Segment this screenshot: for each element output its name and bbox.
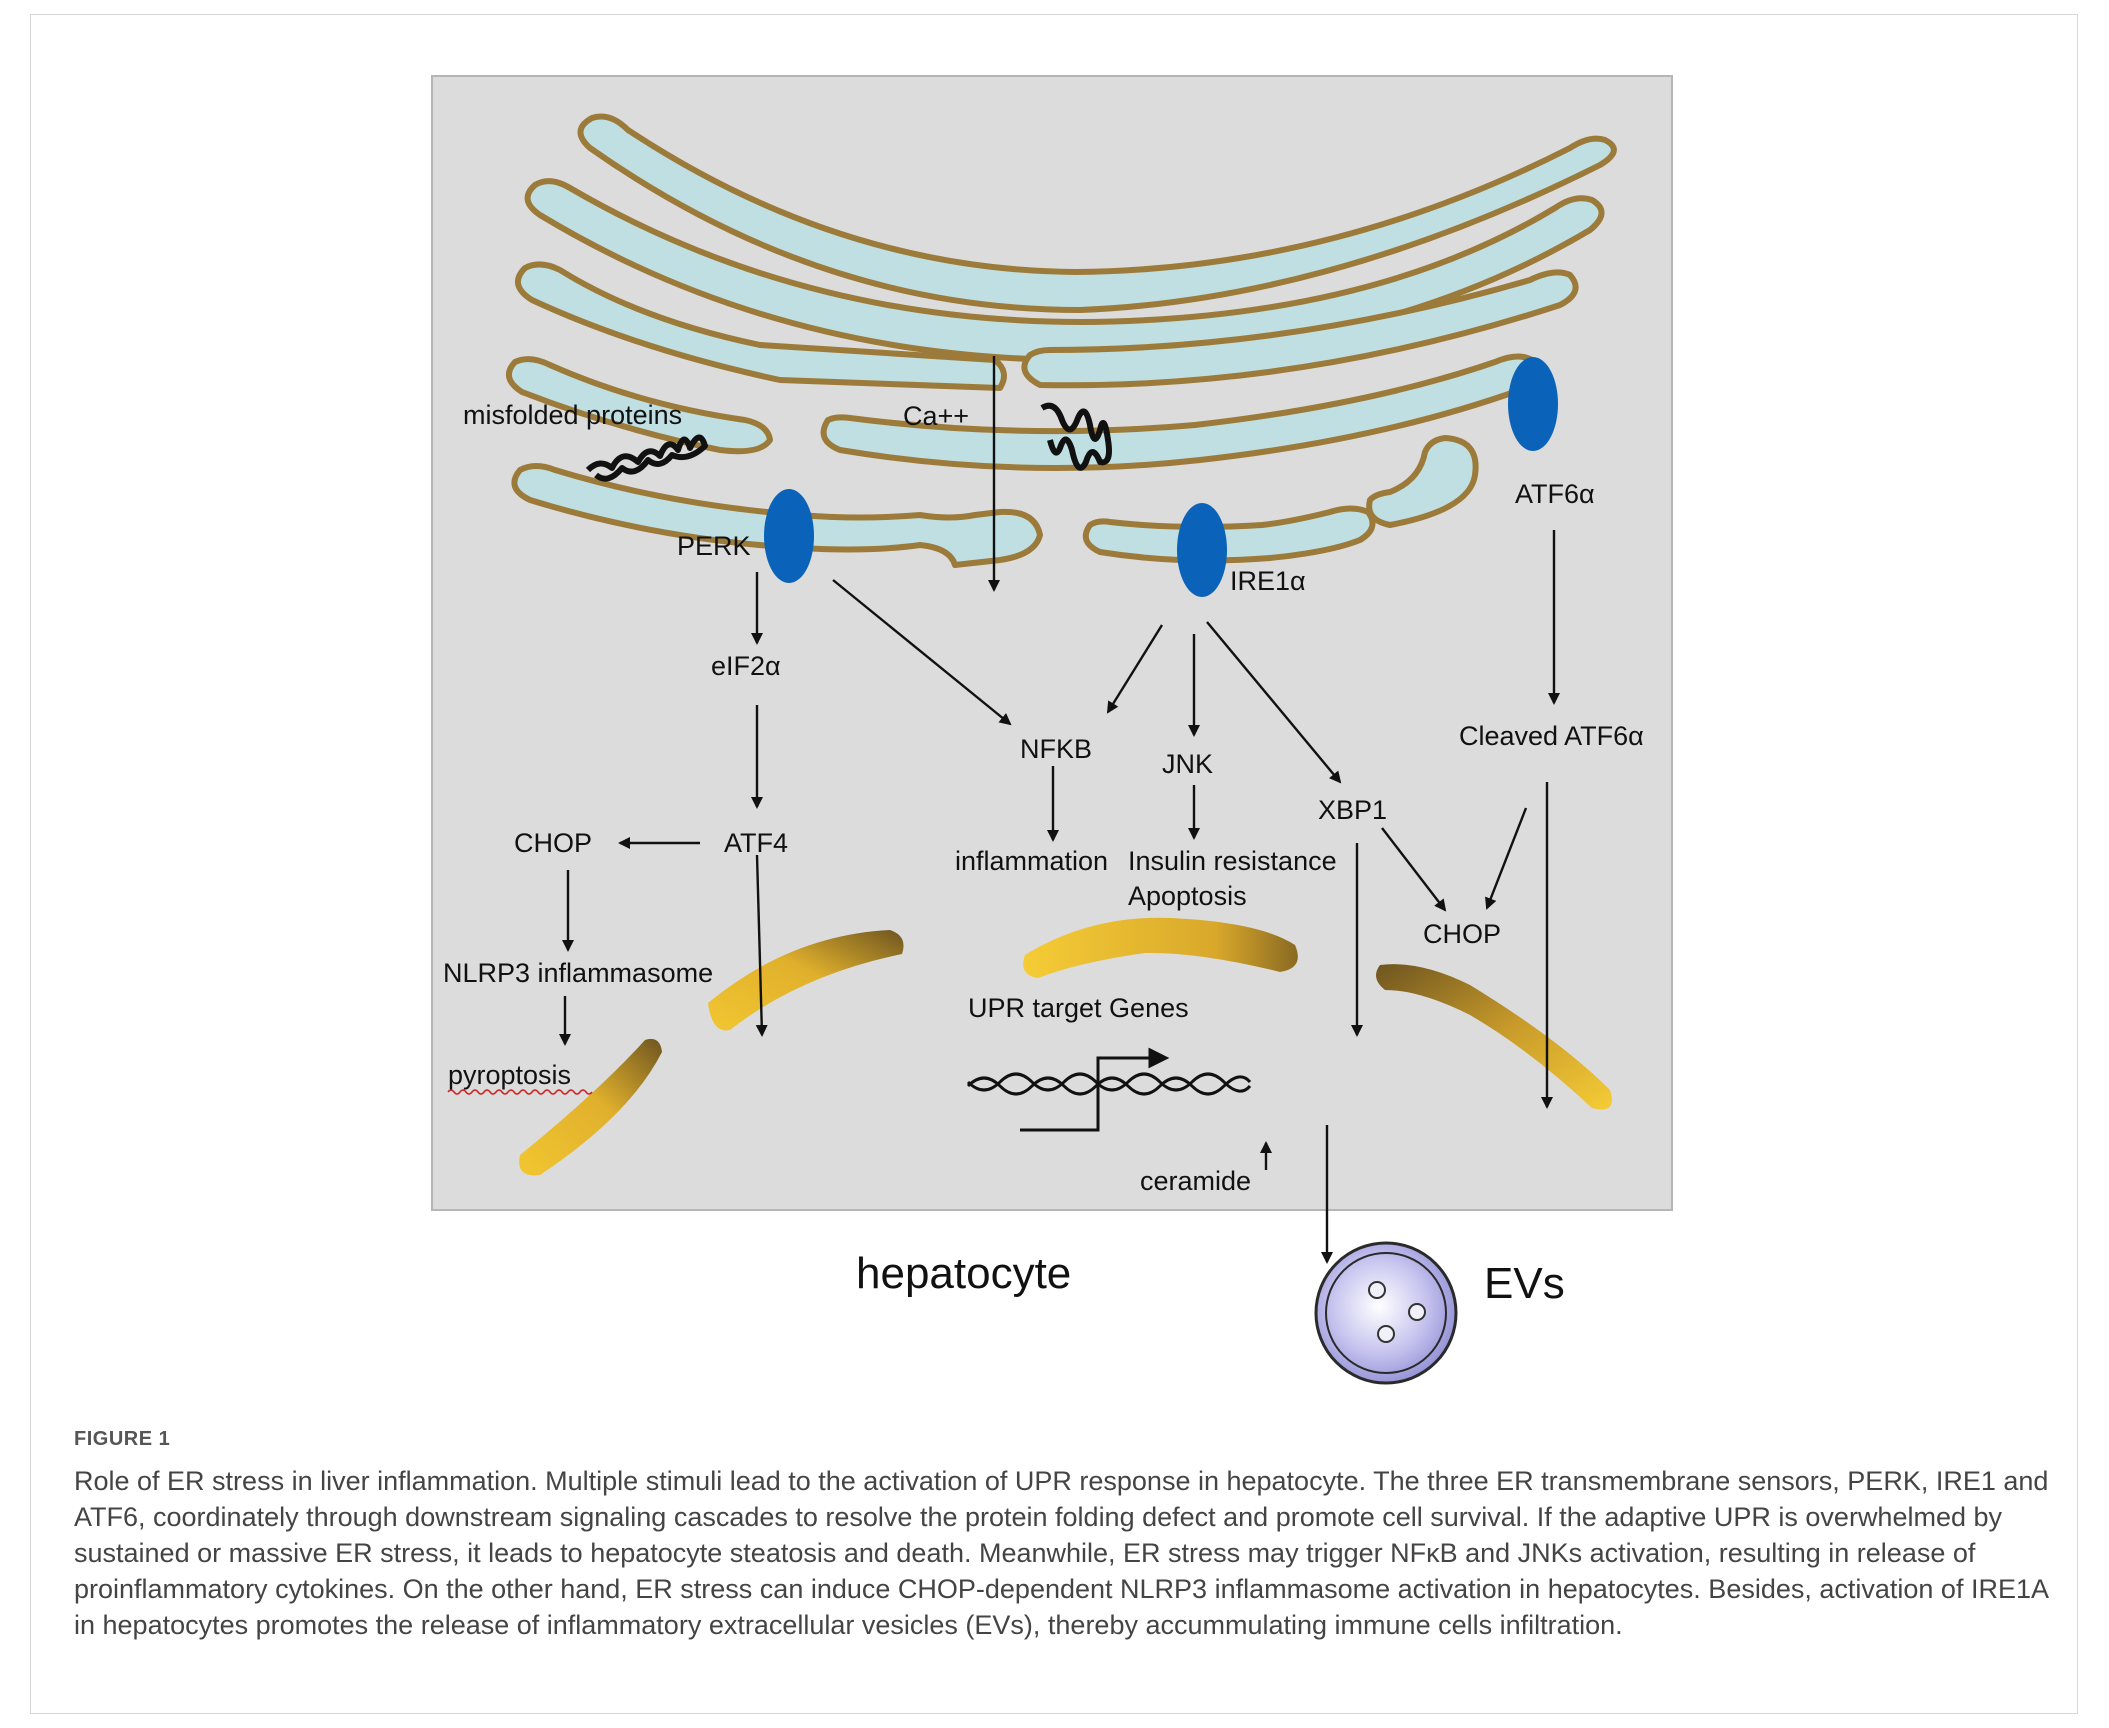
label-ceramide: ceramide xyxy=(1140,1166,1251,1196)
label-evs: EVs xyxy=(1484,1259,1565,1308)
er-stress-diagram: misfolded proteins Ca++ ATF6α PERK IRE1α… xyxy=(431,75,1673,1385)
label-chop-right: CHOP xyxy=(1423,919,1501,949)
label-eif2a: eIF2α xyxy=(711,651,781,681)
er-cisterna-4 xyxy=(1021,269,1579,389)
label-xbp1: XBP1 xyxy=(1318,795,1387,825)
label-perk: PERK xyxy=(677,531,751,561)
figure-caption-text: Role of ER stress in liver inflammation.… xyxy=(74,1466,2049,1640)
label-upr-target-genes: UPR target Genes xyxy=(968,993,1189,1023)
mitochondrion-4 xyxy=(1376,964,1612,1110)
arrow-cleaved-chop xyxy=(1485,807,1528,910)
pathway-arrows xyxy=(559,356,1560,1264)
extracellular-vesicle xyxy=(1314,1241,1458,1385)
label-atf4: ATF4 xyxy=(724,828,788,858)
spellcheck-underline xyxy=(447,1089,593,1095)
label-ire1a: IRE1α xyxy=(1230,566,1306,596)
er-cisterna-9 xyxy=(1366,435,1479,528)
label-misfolded-proteins: misfolded proteins xyxy=(463,400,682,430)
dna-helix xyxy=(966,1047,1252,1132)
arrow-xbp1-chop xyxy=(1381,827,1447,912)
figure-label: FIGURE 1 xyxy=(74,1428,171,1450)
label-jnk: JNK xyxy=(1162,749,1213,779)
mitochondrion-3 xyxy=(1023,917,1298,978)
er-cisterna-5 xyxy=(505,356,773,455)
er-cisterna-1 xyxy=(577,113,1617,313)
misfolded-protein-squiggle-right xyxy=(1040,402,1112,471)
label-chop-left: CHOP xyxy=(514,828,592,858)
label-atf6a: ATF6α xyxy=(1515,479,1595,509)
arrow-atf4-down xyxy=(755,854,768,1037)
label-pyroptosis: pyroptosis xyxy=(448,1060,571,1090)
label-hepatocyte: hepatocyte xyxy=(856,1249,1071,1298)
er-cisterna-2 xyxy=(524,178,1605,363)
mitochondrion-2 xyxy=(519,1038,662,1176)
label-nlrp3: NLRP3 inflammasome xyxy=(443,958,713,988)
arrow-ire1-xbp1 xyxy=(1206,621,1342,784)
figure-caption: FIGURE 1 Role of ER stress in liver infl… xyxy=(74,1428,2054,1643)
label-inflammation: inflammation xyxy=(955,846,1108,876)
label-insulin-resistance: Insulin resistance xyxy=(1128,846,1337,876)
atf6a-sensor xyxy=(1508,357,1558,451)
ire1a-sensor xyxy=(1177,503,1227,597)
er-cisterna-3 xyxy=(515,261,1007,391)
perk-sensor xyxy=(764,489,814,583)
misfolded-protein-squiggle-left xyxy=(585,434,708,482)
arrow-perk-nfkb xyxy=(832,579,1012,726)
label-apoptosis: Apoptosis xyxy=(1128,881,1247,911)
label-ca: Ca++ xyxy=(903,401,969,431)
label-cleaved-atf6a: Cleaved ATF6α xyxy=(1459,721,1644,751)
arrow-ire1-nfkb xyxy=(1106,624,1164,714)
mitochondrion-1 xyxy=(708,930,904,1031)
label-nfkb: NFKB xyxy=(1020,734,1092,764)
